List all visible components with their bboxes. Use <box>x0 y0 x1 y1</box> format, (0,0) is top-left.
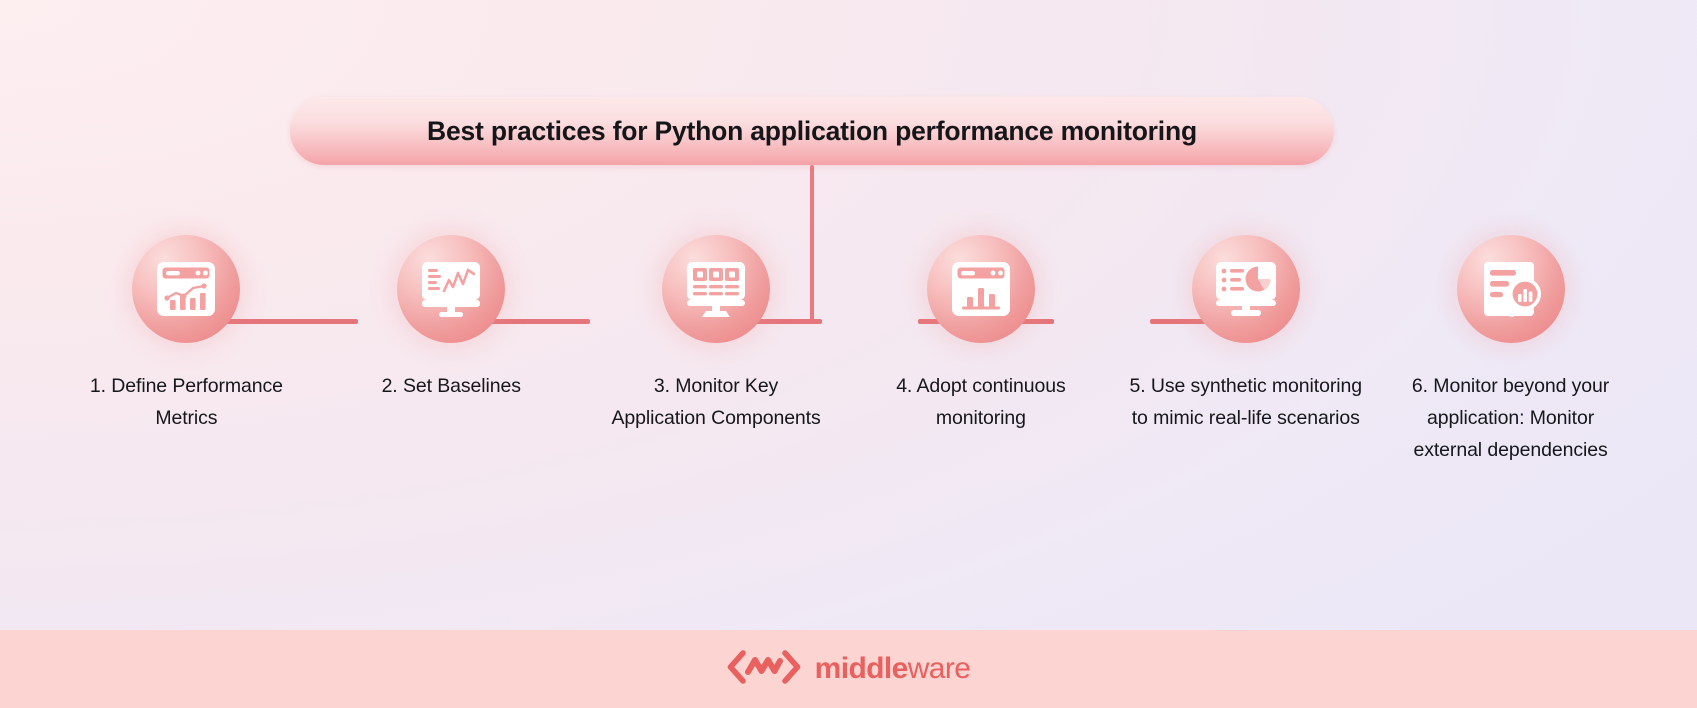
wordmark-light: ware <box>907 652 971 685</box>
step-label-1: 1. Define Performance Metrics <box>89 375 283 429</box>
connector-stem-vertical <box>810 165 814 321</box>
step-label-5: 5. Use synthetic monitoring to mimic rea… <box>1129 375 1362 429</box>
step-icon-circle-1 <box>132 235 241 343</box>
report-magnifier-bar-chart-icon <box>1480 259 1542 319</box>
title-pill: Best practices for Python application pe… <box>290 97 1334 165</box>
monitor-dashboard-grid-icon <box>684 260 748 318</box>
steps-row: 1. Define Performance Metrics <box>54 235 1643 466</box>
step-icon-circle-3 <box>662 235 771 343</box>
step-label-6: 6. Monitor beyond your application: Moni… <box>1411 375 1610 461</box>
browser-line-bar-chart-icon <box>155 260 217 318</box>
step-icon-circle-4 <box>926 235 1035 343</box>
step-item-6[interactable]: 6. Monitor beyond your application: Moni… <box>1378 235 1643 466</box>
step-item-2[interactable]: 2. Set Baselines <box>319 235 584 403</box>
step-icon-circle-5 <box>1191 235 1300 343</box>
footer-bar: middleware <box>0 630 1697 708</box>
step-label-3: 3. Monitor Key Application Components <box>611 375 821 429</box>
wordmark-bold: middle <box>814 652 909 685</box>
page-title: Best practices for Python application pe… <box>427 115 1197 146</box>
step-icon-circle-2 <box>397 235 506 343</box>
connector-line-1-2 <box>222 319 358 324</box>
monitor-pie-chart-list-icon <box>1213 260 1279 318</box>
middleware-wordmark: middleware <box>815 652 971 686</box>
step-item-3[interactable]: 3. Monitor Key Application Components <box>584 235 849 435</box>
connector-line-2-3 <box>454 319 590 324</box>
middleware-chevron-wave-logo-icon <box>727 649 801 689</box>
step-label-2: 2. Set Baselines <box>381 375 521 397</box>
step-label-4: 4. Adopt continuous monitoring <box>896 375 1066 429</box>
step-item-1[interactable]: 1. Define Performance Metrics <box>54 235 319 435</box>
browser-bar-chart-icon <box>950 260 1012 318</box>
step-icon-circle-6 <box>1456 235 1565 343</box>
step-item-4[interactable]: 4. Adopt continuous monitoring <box>848 235 1113 435</box>
monitor-line-chart-icon <box>419 260 483 318</box>
step-item-5[interactable]: 5. Use synthetic monitoring to mimic rea… <box>1113 235 1378 435</box>
